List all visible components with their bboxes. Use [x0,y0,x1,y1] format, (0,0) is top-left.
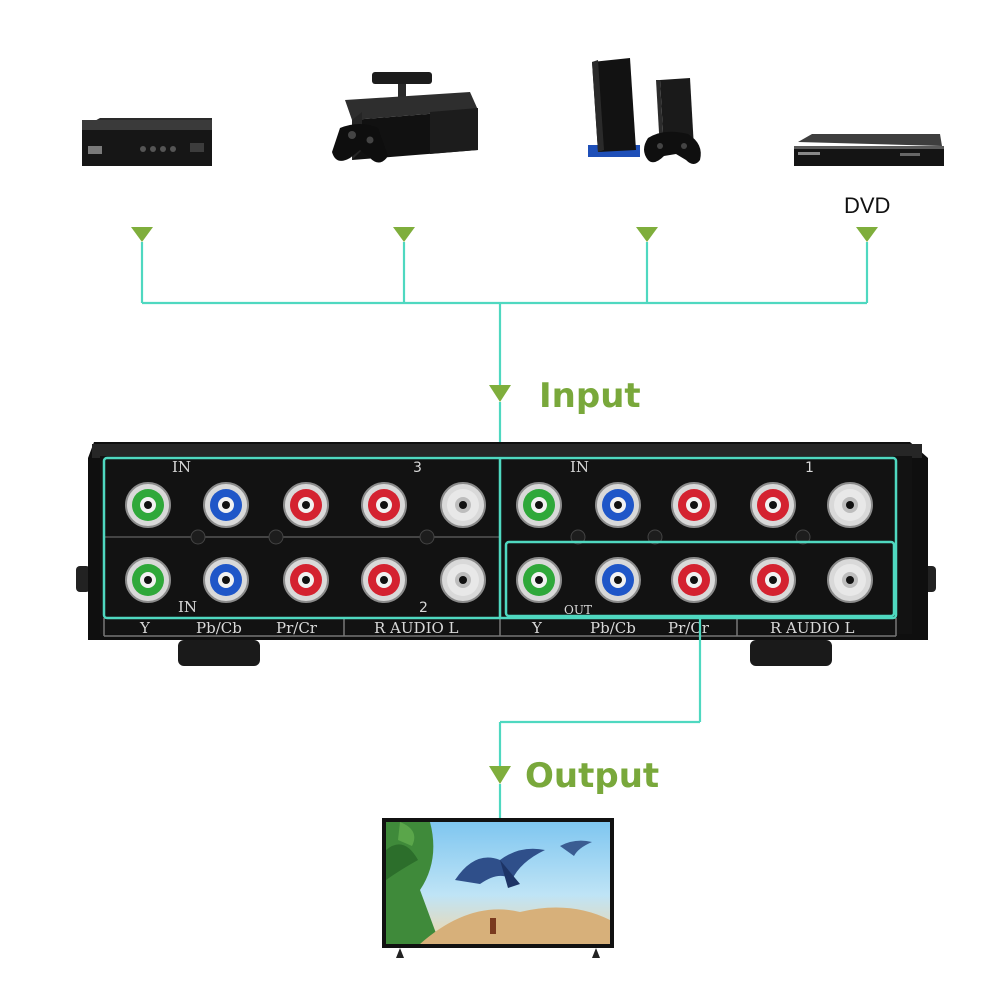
col-right-y: Y [531,619,543,637]
rca-jack-red [361,557,407,603]
group1-number: 1 [805,460,814,476]
col-left-pbcb: Pb/Cb [196,619,242,637]
group2-in-label: IN [178,598,197,616]
out-label: OUT [564,603,592,617]
col-right-prcr: Pr/Cr [668,619,710,637]
rca-jack-blue [595,482,641,528]
television-icon [382,818,614,958]
group2-number: 2 [419,600,428,616]
group1-in-label: IN [570,458,589,476]
rca-jack-green [125,482,171,528]
output-arrow [489,766,511,784]
rca-jack-red [750,482,796,528]
rca-jack-white [440,557,486,603]
output-label: Output [525,756,659,796]
rca-jack-green [516,557,562,603]
switch-box: IN 3 IN 1 IN 2 OUT Y Pb/Cb Pr/Cr R AUDIO… [76,442,936,666]
input-wiring [131,227,878,460]
rca-jack-red [750,557,796,603]
rca-jack-blue [203,557,249,603]
set-top-box-icon [82,118,212,166]
rca-jacks [125,482,873,603]
rca-jack-red [283,482,329,528]
rca-jack-red [671,482,717,528]
dvd-player-icon [794,134,944,166]
input-arrow-2 [393,227,415,242]
xbox-console-icon [332,72,478,163]
rca-jack-red [671,557,717,603]
output-wiring [489,616,702,822]
rca-jack-red [361,482,407,528]
col-right-audio: R AUDIO L [770,619,855,637]
rca-jack-green [125,557,171,603]
rca-jack-blue [203,482,249,528]
col-right-pbcb: Pb/Cb [590,619,636,637]
input-label: Input [539,376,641,416]
dvd-label: DVD [844,193,890,218]
group3-in-label: IN [172,458,191,476]
col-left-prcr: Pr/Cr [276,619,318,637]
input-arrow-4 [856,227,878,242]
rca-jack-white [440,482,486,528]
input-arrow-3 [636,227,658,242]
group3-number: 3 [413,460,422,476]
rca-jack-green [516,482,562,528]
playstation-console-icon [588,58,701,164]
rca-jack-white [827,482,873,528]
col-left-y: Y [139,619,151,637]
rca-jack-white [827,557,873,603]
input-main-arrow [489,385,511,402]
rca-jack-blue [595,557,641,603]
input-arrow-1 [131,227,153,242]
col-left-audio: R AUDIO L [374,619,459,637]
rca-jack-red [283,557,329,603]
